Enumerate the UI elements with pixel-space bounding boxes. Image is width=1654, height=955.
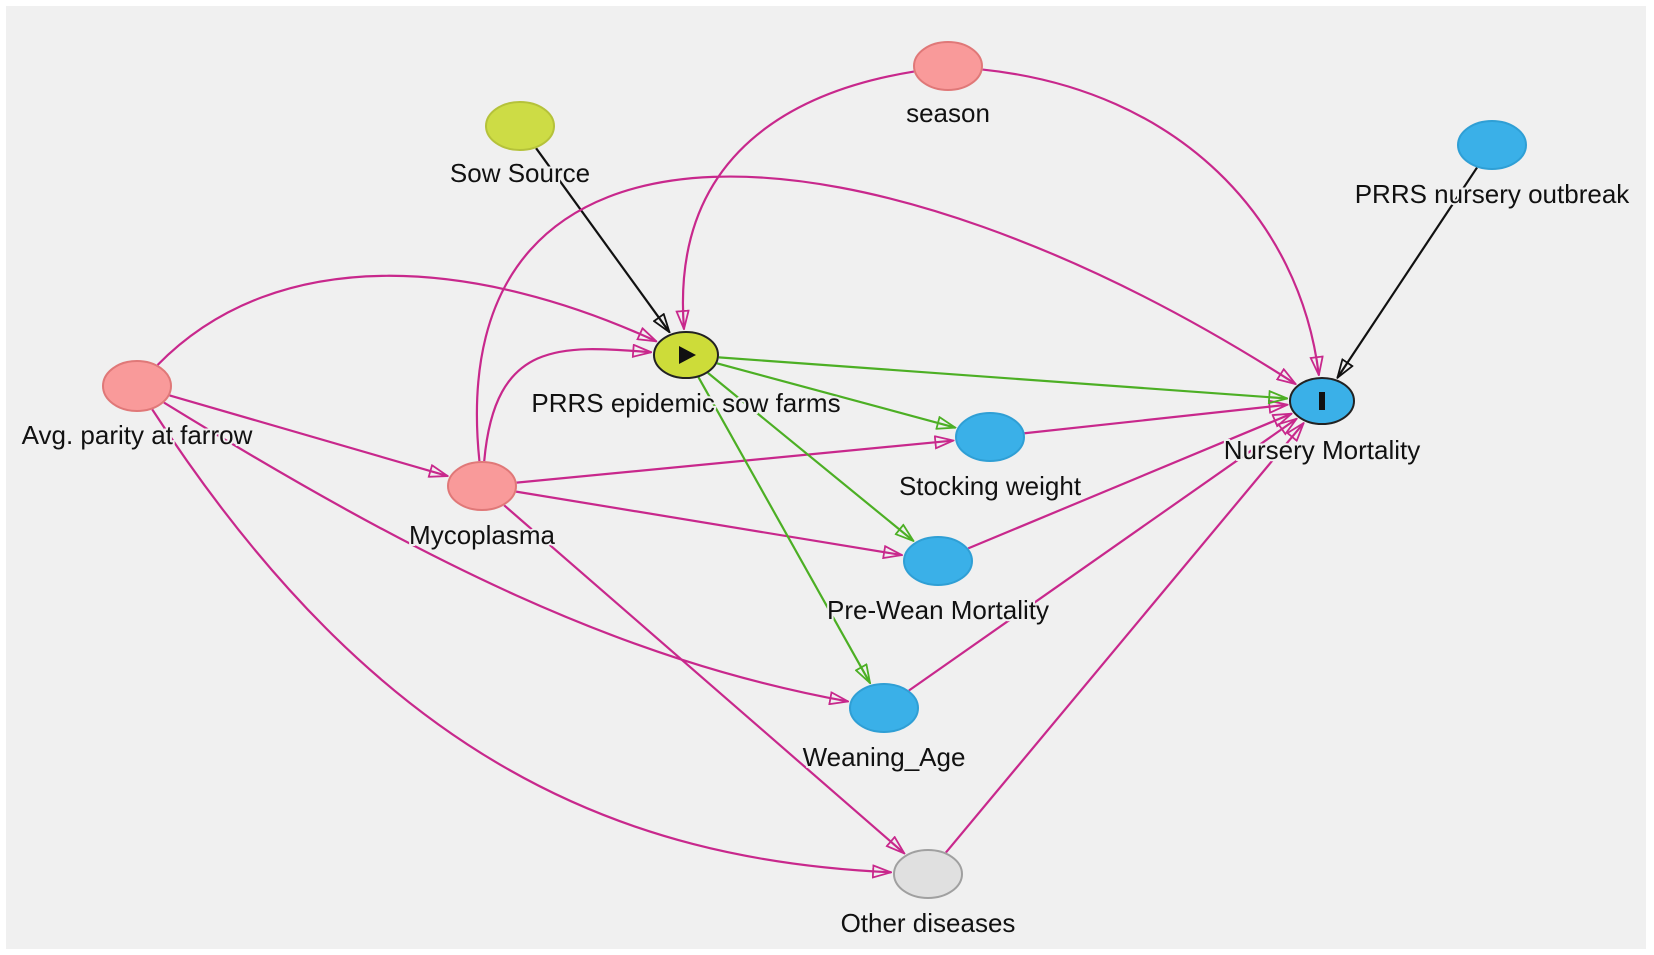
node-label-prrs-nursery: PRRS nursery outbreak xyxy=(1355,179,1631,209)
node-ellipse[interactable] xyxy=(1457,120,1527,170)
edge-mycoplasma-to-pre-wean[interactable] xyxy=(515,490,902,555)
node-label-prrs-epidemic: PRRS epidemic sow farms xyxy=(531,388,840,418)
node-sow-source[interactable] xyxy=(485,101,555,151)
node-label-avg-parity: Avg. parity at farrow xyxy=(22,420,253,450)
node-mycoplasma[interactable] xyxy=(447,461,517,511)
edge-prrs-nursery-to-nursery-mortality[interactable] xyxy=(1337,166,1478,378)
edge-prrs-epidemic-to-pre-wean[interactable] xyxy=(707,372,914,541)
edge-prrs-epidemic-to-weaning-age[interactable] xyxy=(697,376,870,683)
edge-weaning-age-to-nursery-mortality[interactable] xyxy=(908,419,1297,692)
edge-avg-parity-to-mycoplasma[interactable] xyxy=(169,394,448,476)
edge-season-to-nursery-mortality[interactable] xyxy=(982,68,1319,376)
node-pre-wean[interactable] xyxy=(903,536,973,586)
node-ellipse[interactable] xyxy=(102,360,172,412)
node-ellipse[interactable] xyxy=(893,849,963,899)
node-label-pre-wean: Pre-Wean Mortality xyxy=(827,595,1049,625)
node-ellipse[interactable] xyxy=(485,101,555,151)
node-label-season: season xyxy=(906,98,990,128)
edge-other-diseases-to-nursery-mortality[interactable] xyxy=(945,423,1304,854)
play-icon xyxy=(679,346,696,364)
edge-avg-parity-to-weaning-age[interactable] xyxy=(163,401,848,702)
edge-mycoplasma-to-prrs-epidemic[interactable] xyxy=(483,349,651,462)
diagram-background xyxy=(6,6,1646,949)
edges-layer xyxy=(151,68,1478,873)
node-label-nursery-mortality: Nursery Mortality xyxy=(1224,435,1420,465)
edge-avg-parity-to-other-diseases[interactable] xyxy=(151,408,891,872)
nodes-layer xyxy=(102,41,1527,899)
node-prrs-epidemic[interactable] xyxy=(653,331,719,379)
node-label-sow-source: Sow Source xyxy=(450,158,590,188)
node-stocking-weight[interactable] xyxy=(955,412,1025,462)
edge-stocking-weight-to-nursery-mortality[interactable] xyxy=(1024,405,1288,435)
node-avg-parity[interactable] xyxy=(102,360,172,412)
edge-avg-parity-to-prrs-epidemic[interactable] xyxy=(156,274,657,366)
edge-mycoplasma-to-stocking-weight[interactable] xyxy=(516,441,954,484)
node-weaning-age[interactable] xyxy=(849,683,919,733)
node-label-weaning-age: Weaning_Age xyxy=(803,742,966,772)
node-ellipse[interactable] xyxy=(849,683,919,733)
node-ellipse[interactable] xyxy=(955,412,1025,462)
edge-mycoplasma-to-nursery-mortality[interactable] xyxy=(475,175,1296,462)
node-season[interactable] xyxy=(913,41,983,91)
edge-prrs-epidemic-to-nursery-mortality[interactable] xyxy=(718,356,1287,398)
edge-mycoplasma-to-other-diseases[interactable] xyxy=(503,504,904,853)
node-nursery-mortality[interactable] xyxy=(1289,377,1355,425)
edge-sow-source-to-prrs-epidemic[interactable] xyxy=(535,147,669,332)
node-ellipse[interactable] xyxy=(903,536,973,586)
node-label-mycoplasma: Mycoplasma xyxy=(409,520,555,550)
node-label-other-diseases: Other diseases xyxy=(841,908,1016,938)
node-prrs-nursery[interactable] xyxy=(1457,120,1527,170)
node-ellipse[interactable] xyxy=(447,461,517,511)
node-label-stocking-weight: Stocking weight xyxy=(899,471,1082,501)
node-ellipse[interactable] xyxy=(913,41,983,91)
outcome-bar-icon xyxy=(1319,392,1325,410)
edge-pre-wean-to-nursery-mortality[interactable] xyxy=(967,414,1291,550)
node-other-diseases[interactable] xyxy=(893,849,963,899)
edge-prrs-epidemic-to-stocking-weight[interactable] xyxy=(716,362,955,427)
edge-season-to-prrs-epidemic[interactable] xyxy=(683,70,915,330)
